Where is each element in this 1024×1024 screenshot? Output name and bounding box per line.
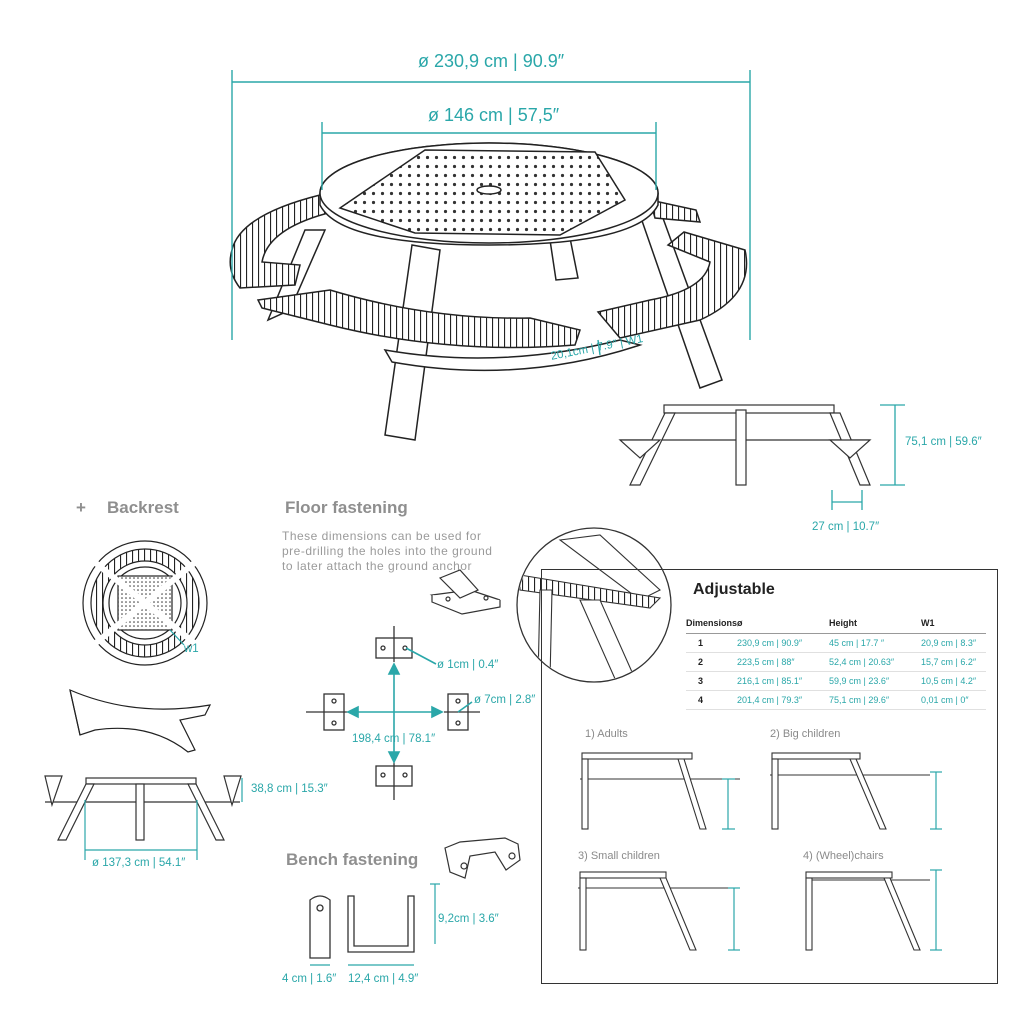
backrest-plus: + <box>76 498 86 517</box>
anchor-spacing-label: 198,4 cm | 78.1″ <box>352 733 436 745</box>
table-row: 2 223,5 cm | 88″ 52,4 cm | 20.63″ 15,7 c… <box>686 652 986 672</box>
row-diameter: 201,4 cm | 79.3″ <box>737 690 830 710</box>
adjustable-table: Dimensions ø Height W1 1 230,9 cm | 90.9… <box>686 618 986 710</box>
bracket-height-label: 9,2cm | 3.6″ <box>438 913 499 925</box>
table-row: 1 230,9 cm | 90.9″ 45 cm | 17.7 ″ 20,9 c… <box>686 633 986 653</box>
floor-fastening-title: Floor fastening <box>285 498 408 517</box>
side-elevation <box>618 404 872 486</box>
bracket-width-b-label: 12,4 cm | 4.9″ <box>348 973 419 985</box>
row-height: 52,4 cm | 20.63″ <box>829 652 922 672</box>
bench-dimension-lines <box>310 883 440 966</box>
mode-4-wheelchairs <box>805 871 930 951</box>
table-header-row: Dimensions ø Height W1 <box>686 618 986 634</box>
mode-height-lines <box>722 771 942 951</box>
leg-depth-label: 27 cm | 10.7″ <box>812 521 880 533</box>
col-dimensions: Dimensions <box>686 618 738 634</box>
anchor-plate-3d <box>429 569 501 615</box>
w1-pointer <box>169 629 185 646</box>
row-diameter: 223,5 cm | 88″ <box>737 652 830 672</box>
mode-label-adults: 1) Adults <box>585 728 628 740</box>
row-w1: 20,9 cm | 8.3″ <box>921 633 986 653</box>
row-height: 59,9 cm | 23.6″ <box>829 671 922 691</box>
main-dimension-lines <box>231 70 751 356</box>
height-label: 75,1 cm | 59.6″ <box>905 436 982 448</box>
floor-fastening-note: These dimensions can be used for pre-dri… <box>282 529 493 573</box>
backrest-piece <box>69 688 212 753</box>
main-table-illustration <box>229 142 748 441</box>
row-number: 3 <box>686 671 738 691</box>
table-row: 4 201,4 cm | 79.3″ 75,1 cm | 29.6″ 0,01 … <box>686 690 986 710</box>
row-number: 1 <box>686 633 738 653</box>
row-diameter: 230,9 cm | 90.9″ <box>737 633 830 653</box>
backrest-plan <box>82 540 208 666</box>
adjustable-title: Adjustable <box>693 581 775 598</box>
col-height: Height <box>829 618 922 634</box>
backrest-diameter-label: ø 137,3 cm | 54.1″ <box>92 857 186 869</box>
mode-label-wheelchairs: 4) (Wheel)chairs <box>803 850 884 862</box>
anchor-plates-layout <box>306 626 480 800</box>
col-diameter: ø <box>737 618 830 634</box>
row-w1: 15,7 cm | 6.2″ <box>921 652 986 672</box>
mode-label-big-children: 2) Big children <box>770 728 841 740</box>
backrest-elevation <box>44 775 242 841</box>
backrest-title: Backrest <box>107 498 179 517</box>
backrest-height-label: 38,8 cm | 15.3″ <box>251 783 328 795</box>
w1-label: w1 <box>184 643 199 655</box>
side-dimension-lines <box>831 404 905 510</box>
row-number: 2 <box>686 652 738 672</box>
bench-bracket-3d <box>444 837 521 879</box>
row-w1: 0,01 cm | 0″ <box>921 690 986 710</box>
outer-diameter-label: ø 230,9 cm | 90.9″ <box>418 51 565 71</box>
backrest-dimension-lines <box>84 778 243 860</box>
hole-small-label: ø 1cm | 0.4″ <box>437 659 499 671</box>
row-height: 45 cm | 17.7 ″ <box>829 633 922 653</box>
table-diameter-label: ø 146 cm | 57,5″ <box>428 105 560 125</box>
adjustable-panel <box>541 569 998 984</box>
row-number: 4 <box>686 690 738 710</box>
bench-bracket-views <box>309 895 415 959</box>
table-row: 3 216,1 cm | 85.1″ 59,9 cm | 23.6″ 10,5 … <box>686 671 986 691</box>
row-diameter: 216,1 cm | 85.1″ <box>737 671 830 691</box>
floor-dimension-arrows <box>346 647 473 764</box>
bracket-width-a-label: 4 cm | 1.6″ <box>282 973 337 985</box>
row-w1: 10,5 cm | 4.2″ <box>921 671 986 691</box>
bench-fastening-title: Bench fastening <box>286 850 419 869</box>
mode-3-small-children <box>578 871 740 951</box>
mode-label-small-children: 3) Small children <box>578 850 660 862</box>
mode-2-big-children <box>770 752 930 830</box>
hole-large-label: ø 7cm | 2.8″ <box>474 694 536 706</box>
col-w1: W1 <box>921 618 986 634</box>
row-height: 75,1 cm | 29.6″ <box>829 690 922 710</box>
mode-1-adults <box>580 752 740 830</box>
